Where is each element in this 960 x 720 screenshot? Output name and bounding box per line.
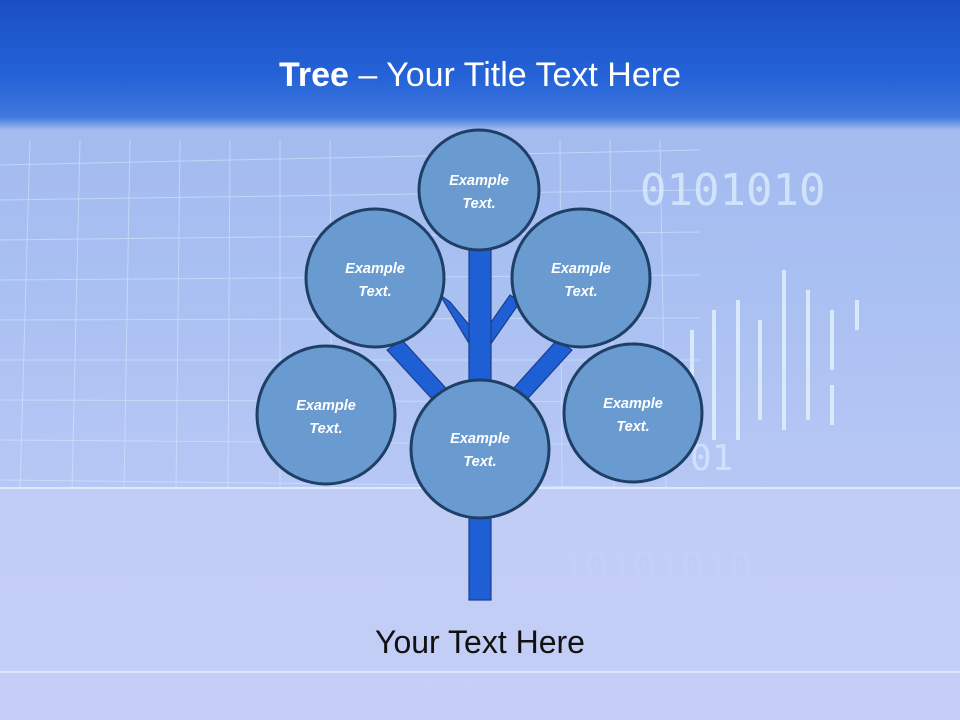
node-0: Example Text.: [417, 128, 541, 252]
node-label-line1: Example: [450, 431, 510, 447]
node-circle: [255, 344, 397, 486]
node-circle: [304, 207, 446, 349]
node-label-line2: Text.: [463, 454, 496, 470]
svg-text:0101010: 0101010: [640, 165, 825, 216]
node-label-line1: Example: [345, 261, 405, 277]
header-bar: [0, 0, 960, 130]
node-2: Example Text.: [510, 207, 652, 349]
node-label-line1: Example: [296, 398, 356, 414]
node-label-line2: Text.: [462, 196, 495, 212]
node-label-line1: Example: [603, 396, 663, 412]
node-4: Example Text.: [562, 342, 704, 484]
title-separator: –: [348, 56, 387, 94]
node-3: Example Text.: [255, 344, 397, 486]
title-regular-part: Your Title Text Here: [386, 56, 681, 94]
node-label-line2: Text.: [616, 419, 649, 435]
node-label-line2: Text.: [309, 421, 342, 437]
node-circle: [417, 128, 541, 252]
background-binary: 0101010 01: [640, 165, 825, 479]
node-1: Example Text.: [304, 207, 446, 349]
node-label-line2: Text.: [358, 284, 391, 300]
node-5: Example Text.: [409, 378, 551, 520]
slide-title: Tree – Your Title Text Here: [0, 54, 960, 96]
caption-text: Your Text Here: [375, 624, 585, 660]
node-circle: [510, 207, 652, 349]
node-label-line1: Example: [449, 173, 509, 189]
svg-text:01: 01: [690, 438, 733, 479]
node-circle: [409, 378, 551, 520]
node-label-line1: Example: [551, 261, 611, 277]
node-label-line2: Text.: [564, 284, 597, 300]
node-circle: [562, 342, 704, 484]
title-bold-part: Tree: [279, 56, 349, 94]
